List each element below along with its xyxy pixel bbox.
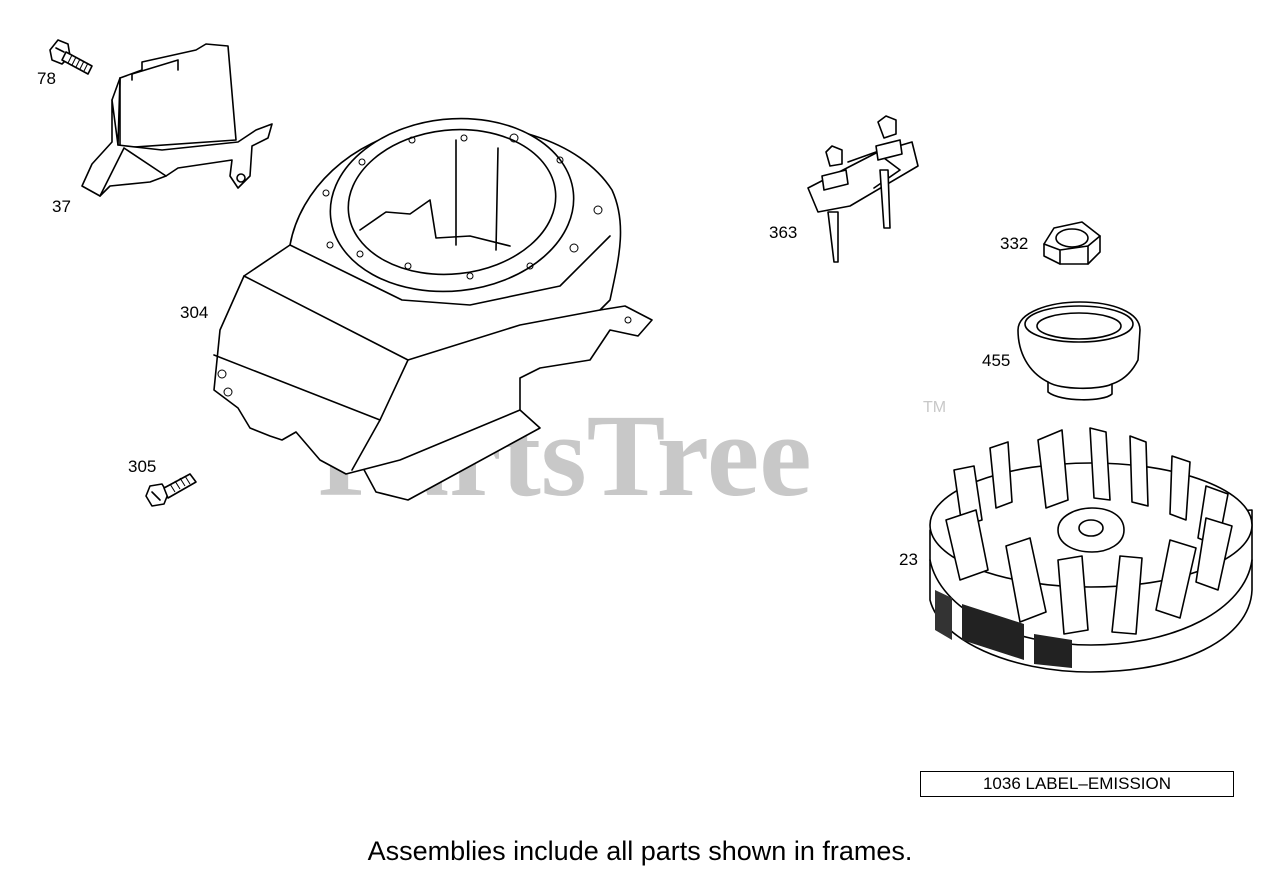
part-label-332: 332 bbox=[1000, 234, 1028, 253]
bolt-305-drawing[interactable] bbox=[145, 473, 197, 507]
flywheel-23-drawing[interactable] bbox=[929, 427, 1253, 673]
part-label-305: 305 bbox=[128, 457, 156, 476]
nut-332-drawing[interactable] bbox=[1043, 221, 1101, 265]
emission-label-frame: 1036 LABEL–EMISSION bbox=[920, 771, 1234, 797]
part-label-363: 363 bbox=[769, 223, 797, 242]
part-label-304: 304 bbox=[180, 303, 208, 322]
part-label-78: 78 bbox=[37, 69, 56, 88]
part-label-455: 455 bbox=[982, 351, 1010, 370]
blower-housing-304-drawing[interactable] bbox=[213, 107, 653, 501]
assemblies-note: Assemblies include all parts shown in fr… bbox=[367, 836, 913, 866]
shield-37-drawing[interactable] bbox=[81, 43, 273, 197]
watermark-trademark: TM bbox=[923, 399, 946, 416]
bracket-363-drawing[interactable] bbox=[807, 115, 919, 263]
bolt-78-drawing[interactable] bbox=[49, 39, 93, 75]
part-label-23: 23 bbox=[899, 550, 918, 569]
cup-455-drawing[interactable] bbox=[1017, 301, 1141, 401]
part-label-37: 37 bbox=[52, 197, 71, 216]
